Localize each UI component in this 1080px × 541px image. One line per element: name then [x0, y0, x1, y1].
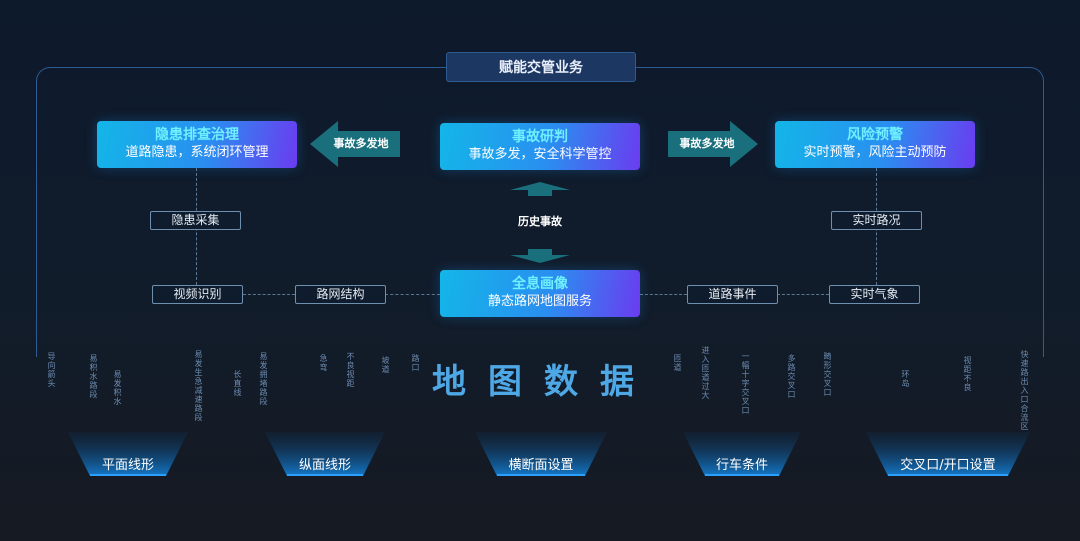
category-label: 交叉口/开口设置	[900, 458, 996, 473]
arrow-down-icon	[510, 249, 570, 263]
history-accidents-label: 历史事故	[518, 215, 562, 228]
map-term: 易发积水	[113, 370, 122, 406]
map-term: 多路交叉口	[787, 354, 796, 399]
category-trapezoid: 平面线形	[68, 432, 188, 476]
map-term: 视距不良	[963, 356, 972, 392]
connector-line	[243, 294, 295, 295]
realtime-traffic-label: 实时路况	[831, 211, 922, 230]
holographic-profile-box: 全息画像 静态路网地图服务	[440, 270, 640, 317]
map-term: 坡道	[381, 356, 390, 374]
arrow-left-icon	[310, 121, 400, 167]
accident-analysis-box: 事故研判 事故多发，安全科学管控	[440, 123, 640, 170]
map-term: 易发拥堵路段	[259, 352, 268, 406]
map-term: 进入匝道过大	[701, 346, 710, 400]
map-term: 快速路出入口合流区	[1020, 350, 1029, 431]
map-term: 路口	[411, 354, 420, 372]
map-term: 畸形交叉口	[823, 352, 832, 397]
section-title: 赋能交管业务	[446, 52, 636, 82]
category-label: 平面线形	[101, 458, 154, 473]
box-heading: 事故研判	[512, 129, 568, 145]
category-trapezoid: 行车条件	[683, 432, 801, 476]
category-label: 行车条件	[715, 458, 768, 473]
category-trapezoid: 纵面线形	[265, 432, 385, 476]
risk-warning-box: 风险预警 实时预警，风险主动预防	[775, 121, 975, 168]
category-trapezoid: 横断面设置	[475, 432, 607, 476]
box-subtitle: 事故多发，安全科学管控	[468, 147, 612, 162]
box-heading: 风险预警	[847, 127, 903, 143]
map-term: 一幅十字交叉口	[741, 352, 750, 415]
category-label: 横断面设置	[508, 458, 574, 473]
box-heading: 全息画像	[512, 276, 568, 292]
connector-line	[640, 294, 687, 295]
category-trapezoid: 交叉口/开口设置	[866, 432, 1030, 476]
hazard-collect-label: 隐患采集	[150, 211, 241, 230]
map-term: 急弯	[319, 354, 328, 372]
connector-line	[777, 294, 829, 295]
map-term: 导向箭头	[47, 352, 56, 388]
left-arrow: 事故多发地	[310, 121, 400, 167]
map-term: 易发生急减速路段	[194, 350, 203, 422]
realtime-weather-label: 实时气象	[829, 285, 920, 304]
arrow-label: 事故多发地	[679, 137, 735, 150]
right-arrow: 事故多发地	[668, 121, 758, 167]
connector-line	[385, 294, 440, 295]
map-data-title: 地图数据	[432, 362, 656, 402]
video-recognition-label: 视频识别	[152, 285, 243, 304]
box-subtitle: 道路隐患，系统闭环管理	[125, 145, 269, 160]
arrow-up-icon	[510, 182, 570, 196]
map-term: 易积水路段	[89, 354, 98, 399]
box-heading: 隐患排查治理	[155, 127, 239, 143]
map-term: 环岛	[901, 370, 910, 388]
road-events-label: 道路事件	[687, 285, 778, 304]
arrow-label: 事故多发地	[333, 137, 389, 150]
hazard-governance-box: 隐患排查治理 道路隐患，系统闭环管理	[97, 121, 297, 168]
box-subtitle: 实时预警，风险主动预防	[803, 145, 947, 160]
arrow-right-icon	[668, 121, 758, 167]
map-term: 匝道	[673, 354, 682, 372]
map-term: 长直线	[233, 370, 242, 397]
box-subtitle: 静态路网地图服务	[487, 294, 592, 309]
category-label: 纵面线形	[298, 458, 351, 473]
network-structure-label: 路网结构	[295, 285, 386, 304]
map-term: 不良视距	[346, 352, 355, 388]
